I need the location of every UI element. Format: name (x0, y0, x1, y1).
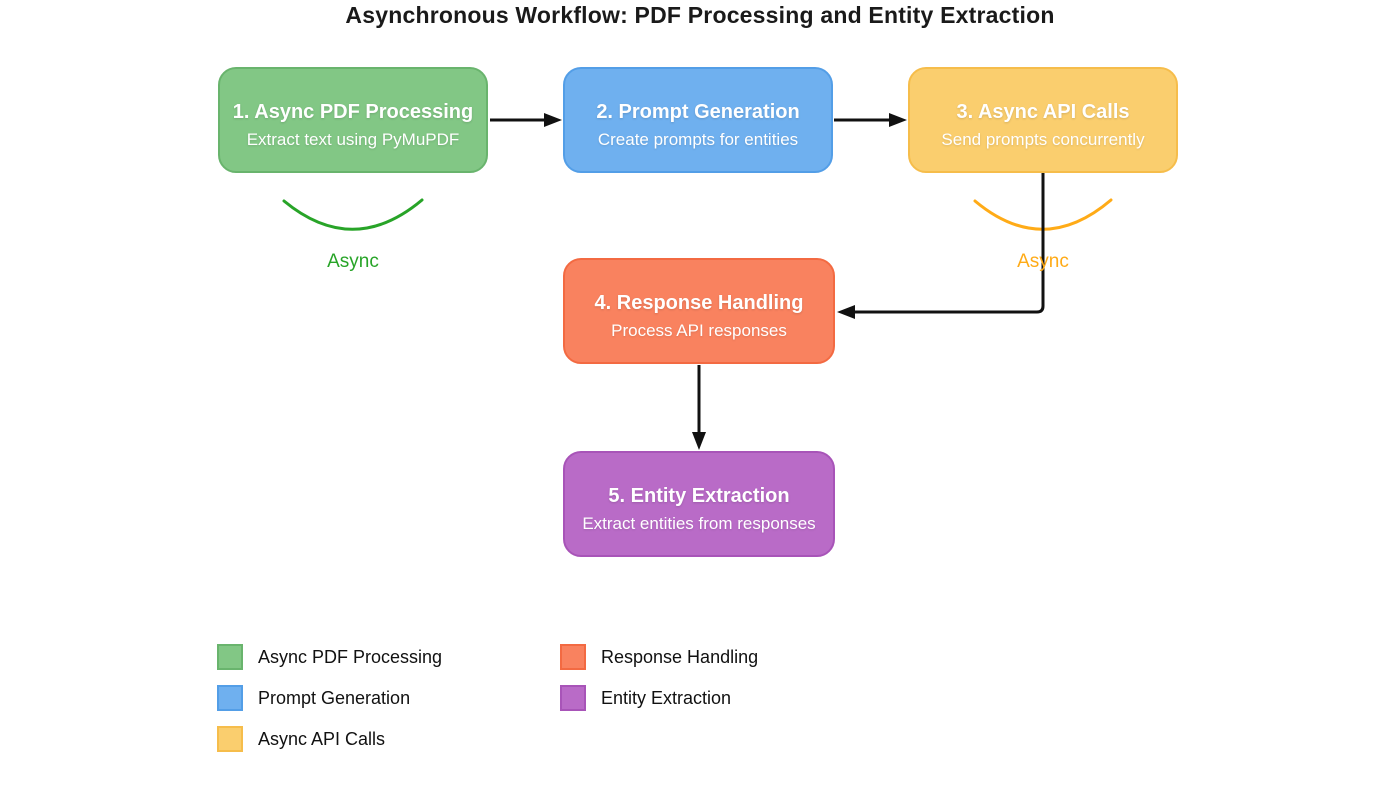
node-detail-label: Extract entities from responses (582, 513, 816, 533)
legend-label: Entity Extraction (601, 687, 732, 708)
async-annotation-right: Async (1017, 251, 1069, 272)
async-annotation-left: Async (327, 251, 379, 272)
node-step-label: 3. Async API Calls (956, 100, 1130, 123)
node-step-label: 1. Async PDF Processing (232, 100, 474, 123)
async-arc-left (282, 198, 424, 231)
flow-node-entity-extraction: 5. Entity Extraction Extract entities fr… (563, 451, 835, 557)
node-detail-label: Send prompts concurrently (941, 129, 1145, 149)
legend-item-prompt-generation: Prompt Generation (217, 685, 410, 711)
legend-label: Prompt Generation (258, 687, 411, 708)
legend-swatch-blue (217, 685, 243, 711)
legend-swatch-yellow (217, 726, 243, 752)
node-step-label: 5. Entity Extraction (608, 484, 790, 507)
legend-label: Response Handling (601, 646, 759, 667)
flow-node-async-api-calls: 3. Async API Calls Send prompts concurre… (908, 67, 1178, 173)
legend-item-async-api-calls: Async API Calls (217, 726, 385, 752)
legend-label: Async PDF Processing (258, 646, 443, 667)
node-step-label: 2. Prompt Generation (596, 100, 800, 123)
legend-swatch-purple (560, 685, 586, 711)
legend-item-entity-extraction: Entity Extraction (560, 685, 731, 711)
flow-node-response-handling: 4. Response Handling Process API respons… (563, 258, 835, 364)
node-detail-label: Create prompts for entities (597, 129, 799, 149)
node-detail-label: Extract text using PyMuPDF (246, 129, 460, 149)
legend-item-async-pdf-processing: Async PDF Processing (217, 644, 442, 670)
flow-node-async-pdf-processing: 1. Async PDF Processing Extract text usi… (218, 67, 488, 173)
node-step-label: 4. Response Handling (594, 291, 804, 314)
legend-swatch-green (217, 644, 243, 670)
diagram-title: Asynchronous Workflow: PDF Processing an… (345, 2, 1055, 28)
legend-label: Async API Calls (258, 728, 386, 749)
flow-node-prompt-generation: 2. Prompt Generation Create prompts for … (563, 67, 833, 173)
arrow-step3-step4-elbow (837, 173, 1045, 319)
legend-swatch-salmon (560, 644, 586, 670)
node-detail-label: Process API responses (611, 320, 787, 340)
legend-item-response-handling: Response Handling (560, 644, 758, 670)
